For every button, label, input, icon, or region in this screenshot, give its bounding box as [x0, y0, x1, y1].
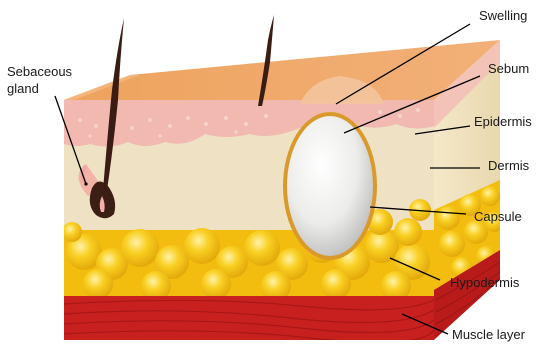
- skin-top-surface: [64, 40, 500, 100]
- label-capsule: Capsule: [474, 209, 522, 225]
- label-sebaceous-gland: Sebaceous gland: [7, 63, 95, 97]
- sebum-cyst: [287, 116, 373, 256]
- label-hypodermis: Hypodermis: [450, 275, 519, 291]
- label-swelling: Swelling: [479, 8, 527, 24]
- label-sebum: Sebum: [488, 61, 529, 77]
- label-muscle-layer: Muscle layer: [452, 327, 525, 343]
- label-dermis: Dermis: [488, 158, 529, 174]
- label-epidermis: Epidermis: [474, 114, 532, 130]
